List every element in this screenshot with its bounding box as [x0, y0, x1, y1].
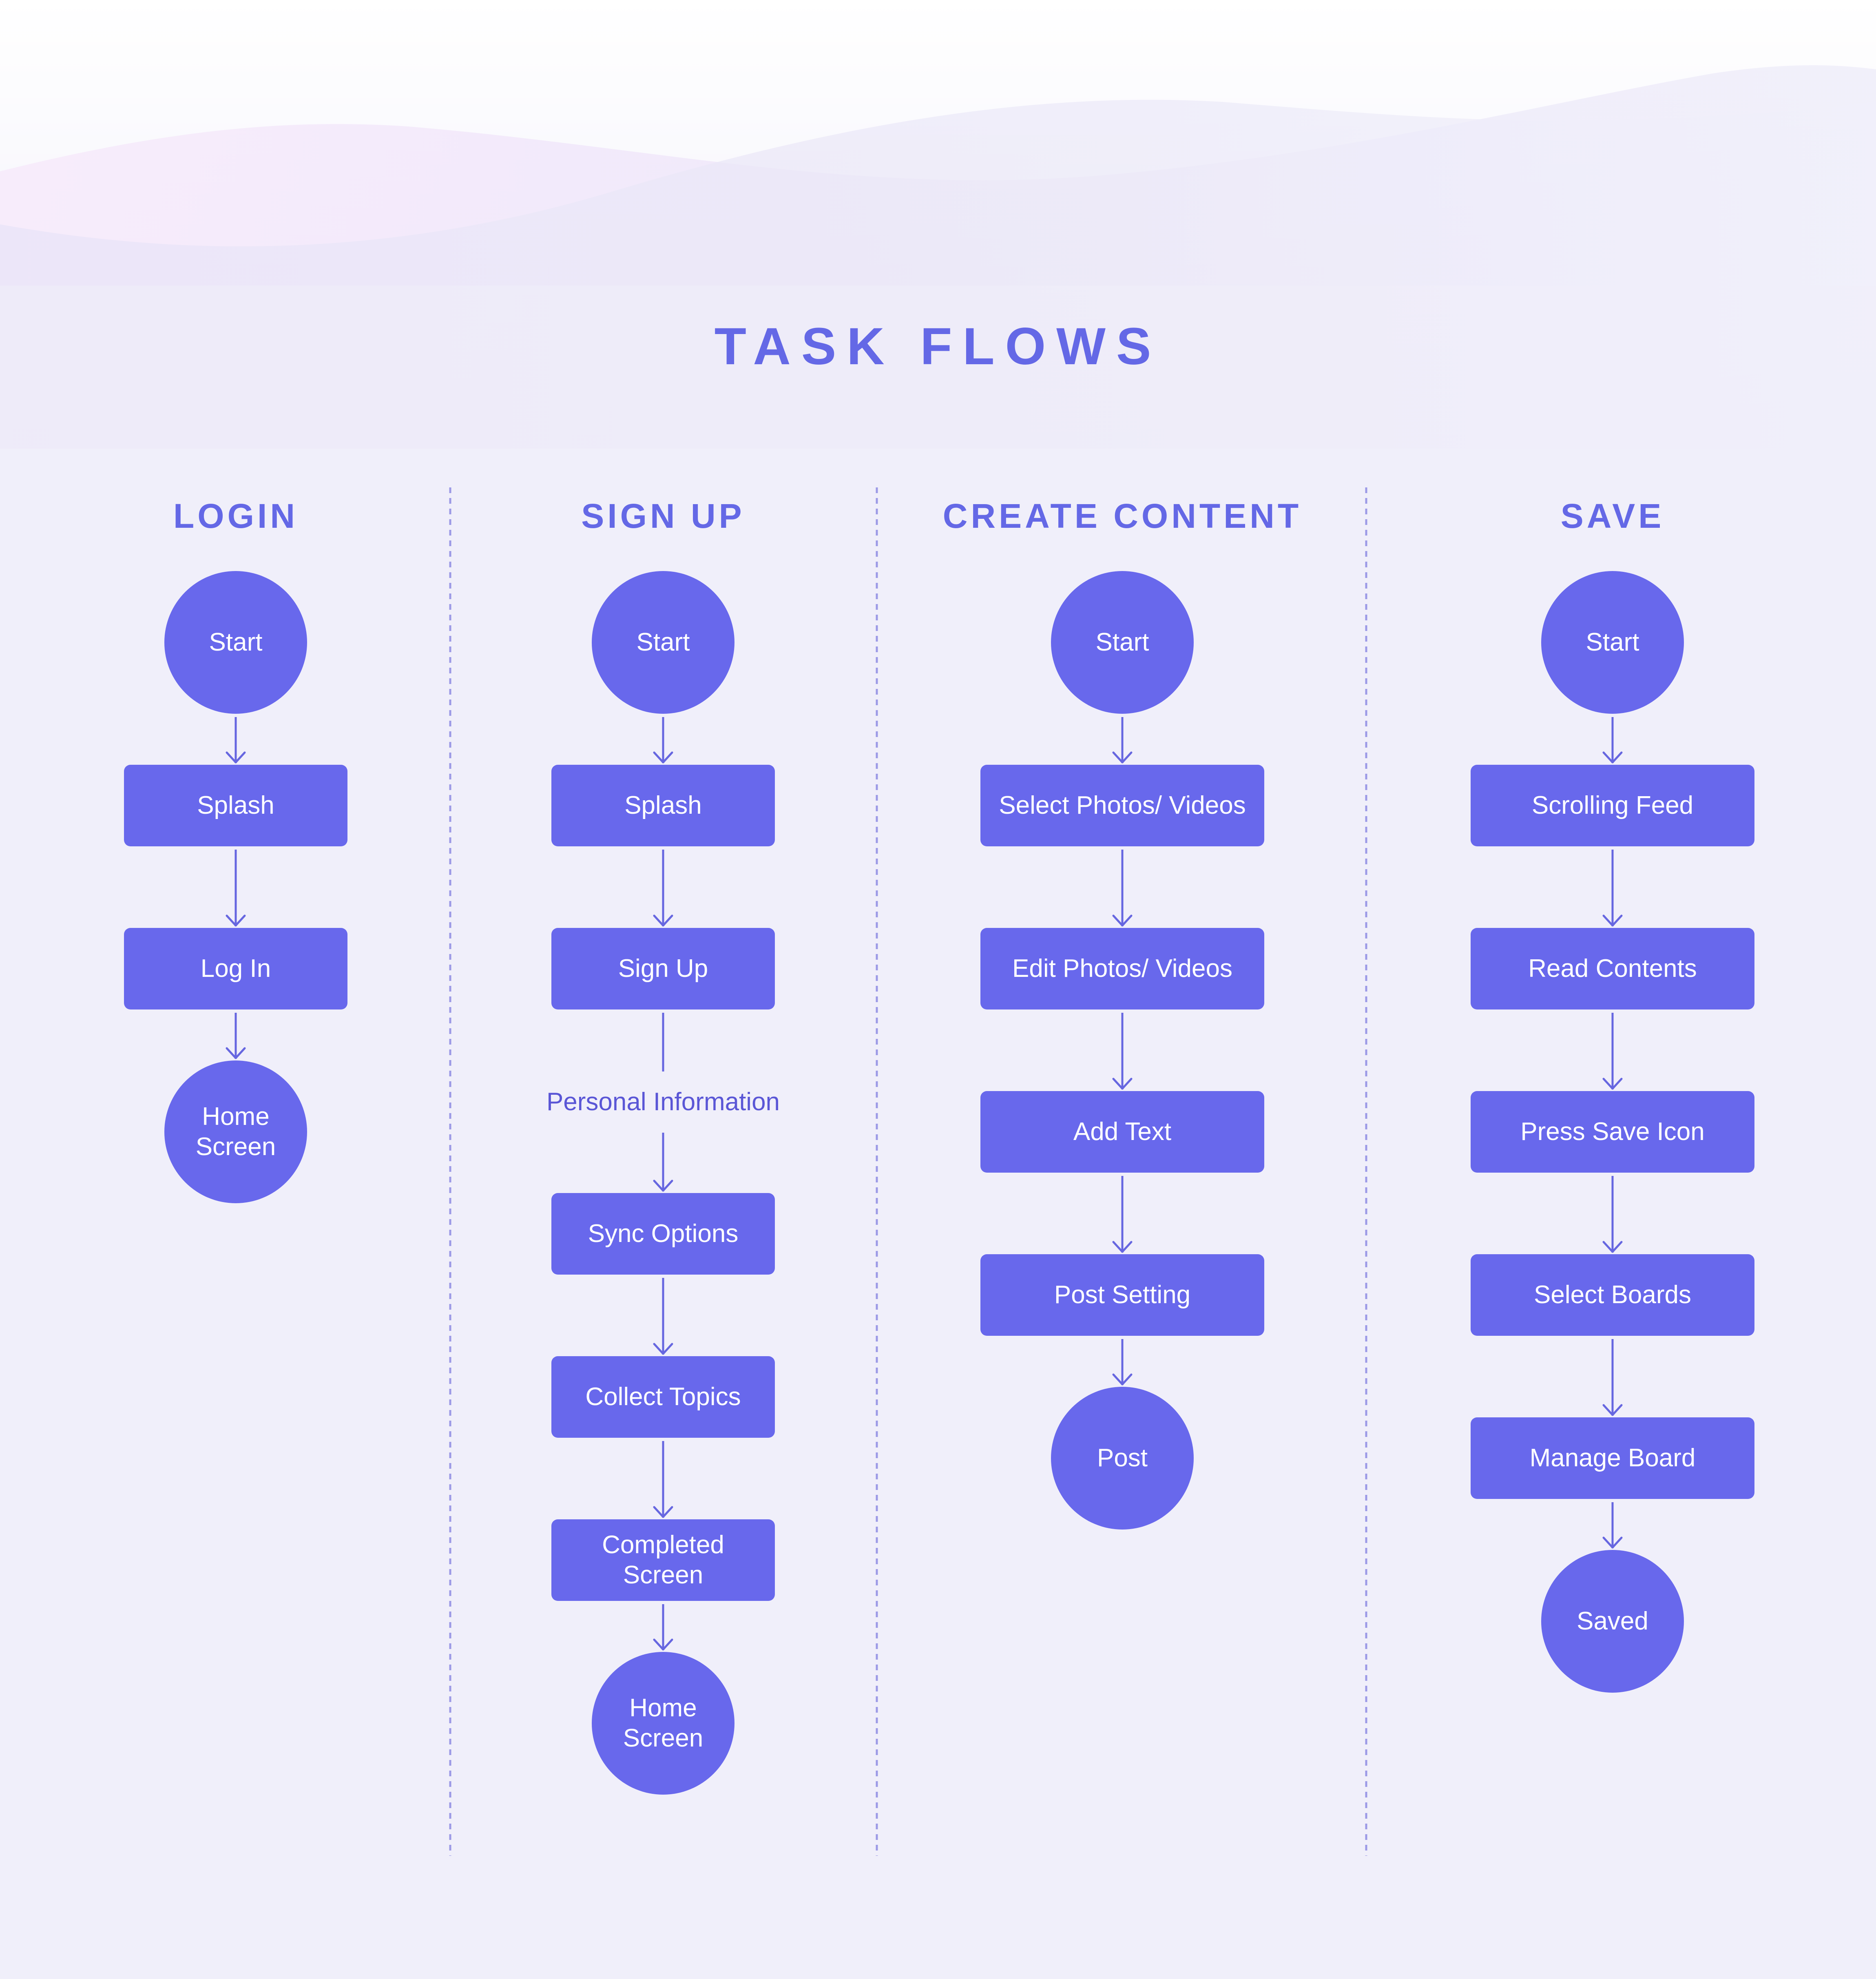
flow-node-save-scrolling-feed[interactable]: Scrolling Feed [1471, 765, 1754, 846]
arrow-head-icon [653, 1638, 673, 1651]
flow-node-save-start[interactable]: Start [1541, 571, 1684, 714]
arrow-head-icon [653, 1180, 673, 1192]
flow-node-sign-up-sign-up[interactable]: Sign Up [551, 928, 775, 1009]
arrow-head-icon [653, 751, 673, 764]
arrow-head-icon [1602, 751, 1623, 764]
column-dividers [449, 487, 1367, 1856]
flow-node-save-select-boards[interactable]: Select Boards [1471, 1254, 1754, 1336]
arrow-head-icon [226, 914, 246, 927]
flow-node-save-manage-board[interactable]: Manage Board [1471, 1417, 1754, 1499]
arrow-head-icon [653, 914, 673, 927]
arrow-head-icon [1602, 1241, 1623, 1253]
flow-node-login-log-in[interactable]: Log In [124, 928, 347, 1009]
arrow-head-icon [1112, 1241, 1133, 1253]
flow-node-save-press-save-icon[interactable]: Press Save Icon [1471, 1091, 1754, 1173]
arrow-head-icon [226, 1047, 246, 1059]
flow-title-sign-up: SIGN UP [581, 497, 745, 535]
flow-node-sign-up-completed-screen[interactable]: Completed Screen [551, 1519, 775, 1601]
connector-arrows [226, 717, 1623, 1651]
arrow-head-icon [1602, 1404, 1623, 1416]
arrow-head-icon [1602, 1078, 1623, 1090]
arrow-head-icon [226, 751, 246, 764]
flow-node-create-content-start[interactable]: Start [1051, 571, 1194, 714]
flow-node-save-read-contents[interactable]: Read Contents [1471, 928, 1754, 1009]
flow-node-login-start[interactable]: Start [164, 571, 307, 714]
flow-node-sign-up-sync-options[interactable]: Sync Options [551, 1193, 775, 1275]
arrow-head-icon [1112, 751, 1133, 764]
arrow-head-icon [1112, 1078, 1133, 1090]
flow-title-login: LOGIN [173, 497, 298, 535]
flow-node-login-splash[interactable]: Splash [124, 765, 347, 846]
flow-node-login-home-screen[interactable]: Home Screen [164, 1060, 307, 1203]
arrow-head-icon [653, 1343, 673, 1355]
flow-title-create-content: CREATE CONTENT [942, 497, 1302, 535]
arrow-head-icon [1602, 1536, 1623, 1549]
flow-title-save: SAVE [1560, 497, 1665, 535]
flow-node-sign-up-start[interactable]: Start [592, 571, 734, 714]
arrow-head-icon [1602, 914, 1623, 927]
arrow-head-icon [1112, 914, 1133, 927]
arrow-head-icon [1112, 1373, 1133, 1386]
flow-node-save-saved[interactable]: Saved [1541, 1550, 1684, 1693]
flow-node-create-content-add-text[interactable]: Add Text [980, 1091, 1264, 1173]
flow-node-sign-up-splash[interactable]: Splash [551, 765, 775, 846]
flow-node-create-content-select-photos-videos[interactable]: Select Photos/ Videos [980, 765, 1264, 846]
flow-node-sign-up-collect-topics[interactable]: Collect Topics [551, 1356, 775, 1438]
flow-node-sign-up-home-screen[interactable]: Home Screen [592, 1652, 734, 1795]
flow-node-create-content-post[interactable]: Post [1051, 1387, 1194, 1530]
page-title: TASK FLOWS [714, 317, 1162, 376]
flow-node-create-content-post-setting[interactable]: Post Setting [980, 1254, 1264, 1336]
flow-node-create-content-edit-photos-videos[interactable]: Edit Photos/ Videos [980, 928, 1264, 1009]
edge-label-personal-information: Personal Information [546, 1088, 780, 1116]
arrow-head-icon [653, 1506, 673, 1518]
